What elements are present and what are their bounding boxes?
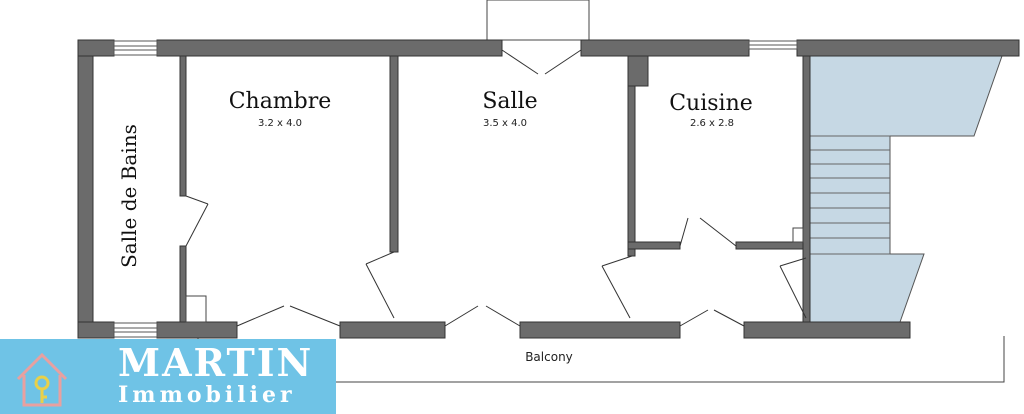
kitchen-fixture bbox=[792, 227, 804, 243]
room-name-chambre: Chambre bbox=[229, 89, 332, 114]
brand-subtitle: Immobilier bbox=[118, 382, 296, 408]
brand-name: MARTIN bbox=[118, 340, 314, 385]
windows bbox=[113, 40, 798, 338]
room-dims-cuisine: 2.6 x 2.8 bbox=[690, 118, 734, 129]
room-dims-chambre: 3.2 x 4.0 bbox=[258, 118, 302, 129]
agency-logo: MARTIN Immobilier bbox=[0, 339, 336, 414]
doors bbox=[185, 49, 807, 327]
bath-fixture bbox=[185, 295, 207, 323]
entrance-bay bbox=[486, 0, 590, 41]
balcony-label: Balcony bbox=[525, 350, 573, 364]
house-key-icon bbox=[16, 352, 68, 407]
room-name-cuisine: Cuisine bbox=[669, 91, 753, 116]
room-dims-salle: 3.5 x 4.0 bbox=[483, 118, 527, 129]
room-name-salle: Salle bbox=[482, 89, 537, 114]
stairs bbox=[809, 55, 1003, 323]
room-name-salle-de-bains: Salle de Bains bbox=[117, 124, 141, 268]
walls bbox=[77, 39, 1020, 339]
